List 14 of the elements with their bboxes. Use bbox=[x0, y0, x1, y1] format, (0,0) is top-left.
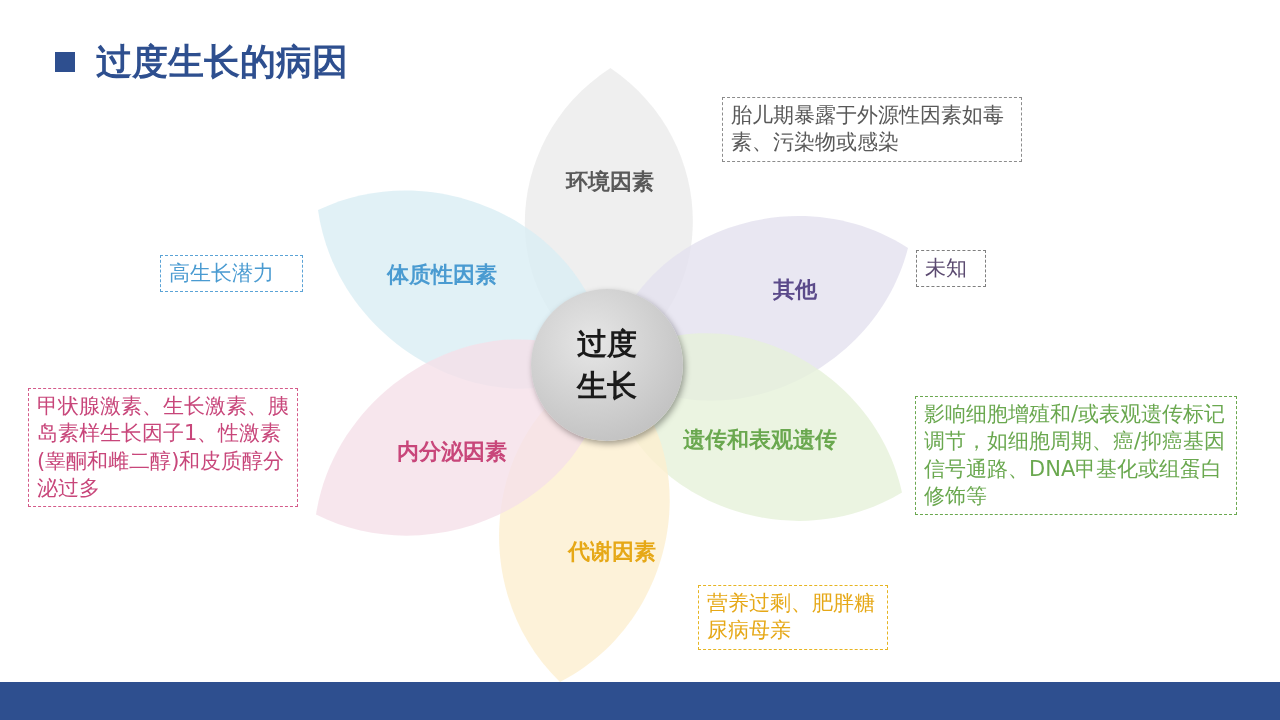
title: 过度生长的病因 bbox=[96, 40, 348, 84]
petal-label: 体质性因素 bbox=[387, 261, 497, 289]
note-box: 高生长潜力 bbox=[160, 255, 303, 293]
note-box: 甲状腺激素、生长激素、胰岛素样生长因子1、性激素(睾酮和雌二醇)和皮质醇分泌过多 bbox=[28, 388, 298, 508]
petal-label: 环境因素 bbox=[566, 168, 654, 196]
center-label: 过度生长 bbox=[575, 325, 638, 405]
petal-label: 代谢因素 bbox=[568, 538, 656, 566]
note-box: 营养过剩、肥胖糖尿病母亲 bbox=[698, 585, 888, 650]
note-box: 影响细胞增殖和/或表观遗传标记调节，如细胞周期、癌/抑癌基因信号通路、DNA甲基化或组蛋白修饰等 bbox=[915, 396, 1237, 516]
note-box: 胎儿期暴露于外源性因素如毒素、污染物或感染 bbox=[722, 97, 1022, 162]
petal-label: 遗传和表观遗传 bbox=[683, 426, 837, 454]
petal-label: 内分泌因素 bbox=[397, 438, 507, 466]
petal-label: 其他 bbox=[773, 276, 817, 304]
note-box: 未知 bbox=[916, 250, 986, 288]
